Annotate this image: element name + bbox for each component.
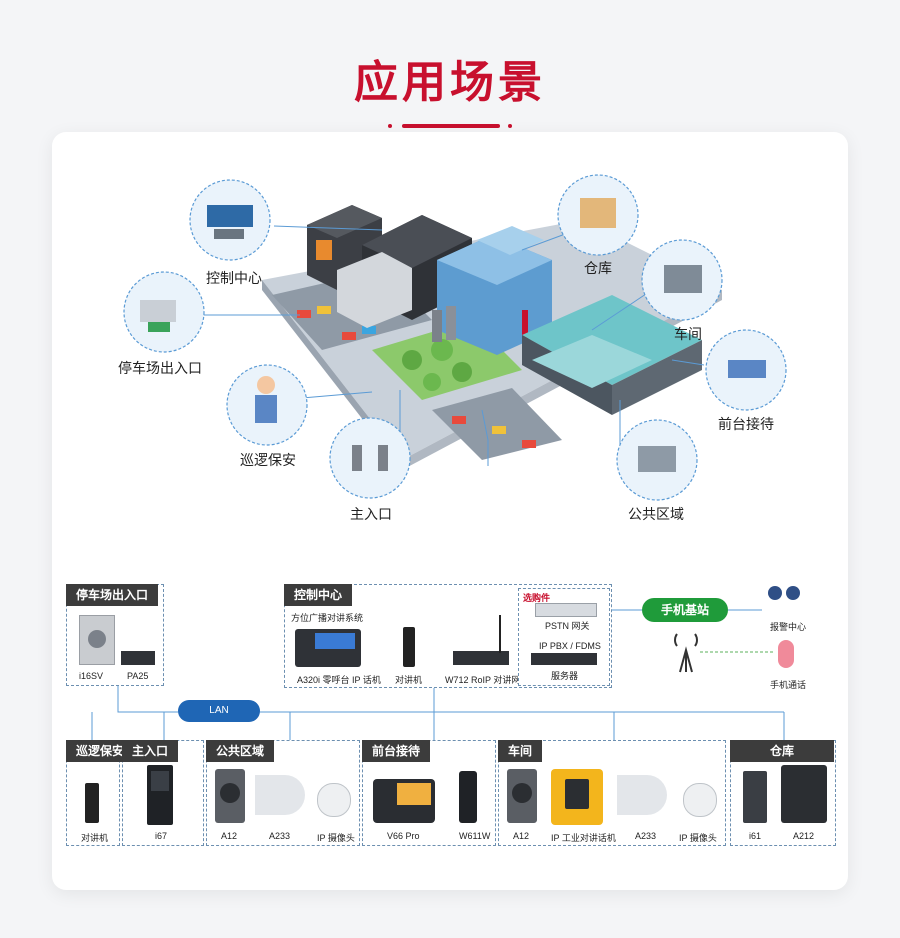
camera-icon bbox=[683, 783, 717, 817]
mobile-base-station: 手机基站 bbox=[642, 598, 728, 622]
box-reception: 前台接待 V66 Pro W611W bbox=[362, 740, 496, 846]
police-icon bbox=[768, 586, 782, 600]
box-optional: 选购件 PSTN 网关 IP PBX / FDMS 服务器 bbox=[518, 588, 610, 686]
box-warehouse-title: 仓库 bbox=[730, 740, 834, 762]
i67-device bbox=[147, 765, 173, 825]
box-workshop-title: 车间 bbox=[498, 740, 543, 762]
page-title: 应用场景 bbox=[354, 58, 546, 107]
mobile-call-label: 手机通话 bbox=[770, 680, 807, 690]
box-workshop: 车间 A12 IP 工业对讲话机 A233 IP 摄像头 bbox=[498, 740, 726, 846]
industrial-phone-device bbox=[551, 769, 603, 825]
box-patrol-title: 巡逻保安 bbox=[66, 740, 135, 762]
handset-icon bbox=[565, 779, 589, 809]
device-caption: PA25 bbox=[127, 671, 149, 681]
circle-entrance bbox=[329, 417, 411, 499]
box-warehouse: 仓库 i61 A212 bbox=[730, 740, 836, 846]
box-parking-title: 停车场出入口 bbox=[66, 584, 159, 606]
walkie-talkie-icon bbox=[403, 627, 415, 667]
a12-intercom-device bbox=[215, 769, 245, 823]
factory-scene-illustration bbox=[123, 174, 787, 501]
label-public-area: 公共区域 bbox=[628, 506, 684, 522]
box-parking: 停车场出入口 i16SV PA25 bbox=[66, 584, 164, 686]
device-caption: i61 bbox=[749, 831, 762, 841]
phone-user-icon bbox=[778, 640, 794, 668]
label-parking: 停车场出入口 bbox=[118, 360, 202, 376]
device-caption: PSTN 网关 bbox=[545, 621, 590, 631]
device-caption: IP 摄像头 bbox=[679, 833, 717, 843]
box-entrance-title: 主入口 bbox=[122, 740, 179, 762]
device-caption: A320i 零呼台 IP 话机 bbox=[297, 675, 381, 685]
screen-icon bbox=[315, 633, 355, 649]
lan-bus: LAN bbox=[178, 700, 260, 722]
label-warehouse: 仓库 bbox=[584, 260, 612, 276]
title-underline bbox=[402, 124, 500, 128]
screen-icon bbox=[397, 783, 431, 805]
device-caption: 服务器 bbox=[551, 671, 579, 681]
i61-device bbox=[743, 771, 767, 823]
screen-icon bbox=[151, 771, 169, 791]
pa25-device bbox=[121, 651, 155, 665]
device-caption: V66 Pro bbox=[387, 831, 420, 841]
optional-tag: 选购件 bbox=[523, 593, 551, 603]
a212-speaker-device bbox=[781, 765, 827, 823]
title-dot-left bbox=[388, 124, 392, 128]
box-entrance: 主入口 i67 bbox=[122, 740, 204, 846]
broadcast-system-label: 方位广播对讲系统 bbox=[291, 613, 364, 623]
device-caption: i16SV bbox=[79, 671, 104, 681]
w611w-handset-device bbox=[459, 771, 477, 823]
device-caption: A233 bbox=[269, 831, 291, 841]
title-dot-right bbox=[508, 124, 512, 128]
device-caption: 对讲机 bbox=[81, 833, 109, 843]
box-control-title: 控制中心 bbox=[284, 584, 353, 606]
label-workshop: 车间 bbox=[674, 326, 702, 342]
alarm-center-label: 报警中心 bbox=[770, 622, 807, 632]
w712-gateway-device bbox=[453, 651, 509, 665]
antenna-icon bbox=[674, 633, 698, 673]
label-control-center: 控制中心 bbox=[206, 270, 262, 286]
horn-speaker-icon bbox=[617, 775, 667, 815]
box-reception-title: 前台接待 bbox=[362, 740, 431, 762]
speaker-icon bbox=[88, 630, 106, 648]
label-patrol: 巡逻保安 bbox=[240, 452, 296, 468]
device-caption: W712 RoIP 对讲网关 bbox=[445, 675, 530, 685]
v66pro-phone-device bbox=[373, 779, 435, 823]
device-caption: A212 bbox=[793, 831, 815, 841]
pstn-gateway-device bbox=[535, 603, 597, 617]
box-public-title: 公共区域 bbox=[206, 740, 275, 762]
box-patrol: 巡逻保安 对讲机 bbox=[66, 740, 135, 846]
speaker-icon bbox=[512, 783, 532, 803]
label-entrance: 主入口 bbox=[350, 506, 392, 522]
camera-icon bbox=[317, 783, 351, 817]
horn-speaker-icon bbox=[255, 775, 305, 815]
a320i-console-device bbox=[295, 629, 361, 667]
device-caption: IP PBX / FDMS bbox=[539, 641, 601, 651]
device-caption: A12 bbox=[221, 831, 238, 841]
device-caption: IP 工业对讲话机 bbox=[551, 833, 616, 843]
police-icon bbox=[786, 586, 800, 600]
device-caption: W611W bbox=[459, 831, 491, 841]
device-caption: i67 bbox=[155, 831, 168, 841]
box-public-area: 公共区域 A12 A233 IP 摄像头 bbox=[206, 740, 360, 846]
device-caption: A233 bbox=[635, 831, 657, 841]
i16sv-device bbox=[79, 615, 115, 665]
gateway-antenna-icon bbox=[499, 615, 501, 653]
device-caption: A12 bbox=[513, 831, 530, 841]
server-device bbox=[531, 653, 597, 665]
label-reception: 前台接待 bbox=[718, 416, 774, 432]
a12-intercom-device bbox=[507, 769, 537, 823]
device-caption: 对讲机 bbox=[395, 675, 423, 685]
building-grey bbox=[337, 252, 412, 328]
speaker-icon bbox=[220, 783, 240, 803]
walkie-talkie-icon bbox=[85, 783, 99, 823]
device-caption: IP 摄像头 bbox=[317, 833, 355, 843]
